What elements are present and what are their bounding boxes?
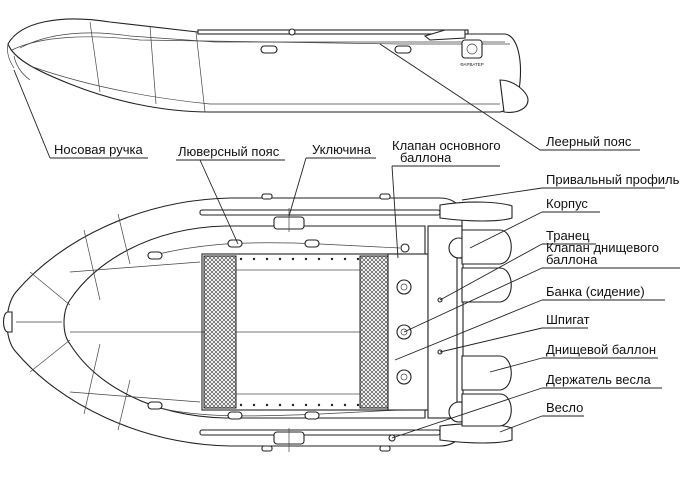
rowlock-top	[273, 208, 305, 232]
top-view	[2, 193, 513, 452]
eyelet-3	[304, 239, 320, 248]
eyelet-4	[147, 401, 163, 410]
brand-logo: ФАРВАТЕР	[460, 39, 484, 67]
oar-top	[199, 201, 513, 222]
floor-tube-bottom	[461, 355, 512, 391]
label-seat: Банка (сидение)	[546, 284, 645, 299]
mesh-pad-right	[359, 255, 393, 409]
label-hull: Корпус	[546, 196, 588, 211]
label-rowlock: Уключина	[312, 142, 372, 157]
floor-tube-top	[461, 229, 512, 265]
label-floor-valve-1: Клапан днищевого	[546, 240, 659, 255]
label-oar: Весло	[546, 400, 583, 415]
eyelet-2	[227, 239, 243, 248]
label-eyelet-belt: Люверсный пояс	[178, 144, 280, 159]
eyelet-6	[304, 411, 320, 420]
svg-text:ФАРВАТЕР: ФАРВАТЕР	[460, 62, 484, 67]
side-eyelet-1	[260, 45, 278, 54]
label-main-valve-2: баллона	[400, 150, 452, 165]
rowlock-bottom	[273, 428, 305, 452]
label-floor-valve-2: баллона	[546, 252, 598, 267]
side-view: ФАРВАТЕР	[7, 18, 529, 113]
bow-handle	[2, 311, 13, 333]
eyelet-5	[227, 411, 243, 420]
label-transom: Транец	[546, 228, 590, 243]
label-main-valve-1: Клапан основного	[392, 138, 501, 153]
transom	[427, 225, 463, 419]
labels: Носовая ручка Люверсный пояс Уключина Кл…	[54, 134, 680, 415]
label-floor-tube: Днищевой баллон	[546, 342, 656, 357]
label-rope-belt: Леерный пояс	[546, 134, 632, 149]
label-oar-holder: Держатель весла	[546, 372, 652, 387]
label-rub-strake: Привальный профиль	[546, 172, 680, 187]
mesh-pad-left	[203, 255, 237, 409]
side-eyelet-2	[394, 45, 412, 54]
main-valve-top	[400, 243, 410, 253]
label-drain: Шпигат	[546, 312, 590, 327]
eyelet-1	[147, 251, 163, 260]
leader-lines	[13, 43, 680, 439]
label-bow-handle: Носовая ручка	[54, 142, 143, 157]
